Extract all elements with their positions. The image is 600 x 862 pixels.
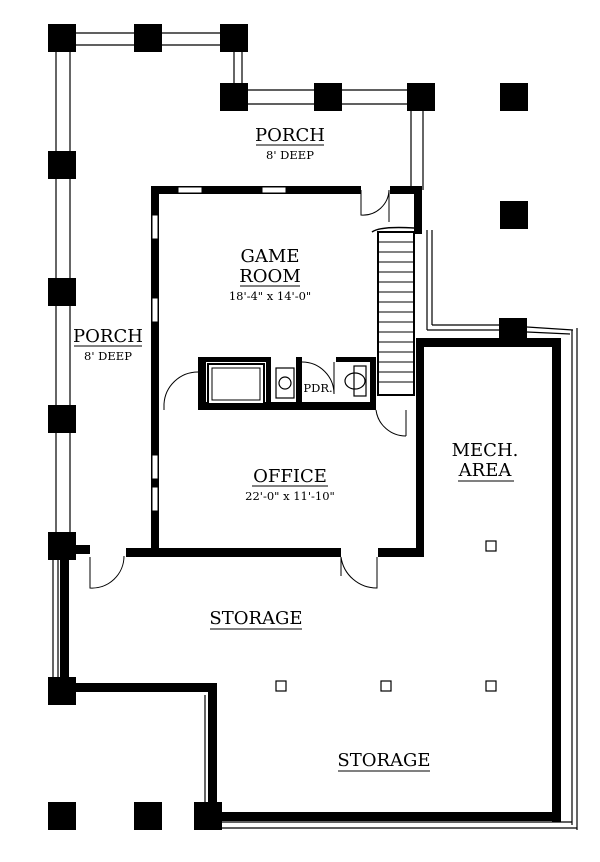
- mech-area-line2: AREA: [458, 460, 513, 481]
- label-pdr: PDR.: [303, 381, 332, 395]
- structural-posts: [275, 540, 497, 692]
- label-storage-2: STORAGE: [337, 750, 431, 772]
- label-office: OFFICE 22'-0" x 11'-10": [245, 466, 335, 503]
- label-porch-left: PORCH 8' DEEP: [73, 326, 143, 363]
- pdr-name: PDR.: [303, 381, 332, 395]
- door-swings: [89, 189, 407, 589]
- exterior-walls: [60, 186, 561, 822]
- game-room-name-line1: GAME: [241, 246, 300, 267]
- built-in-cabinet: [207, 363, 265, 405]
- powder-room-fixtures: [275, 365, 367, 399]
- porch-top-depth: 8' DEEP: [266, 148, 314, 162]
- game-room-name-line2: ROOM: [239, 266, 301, 287]
- porch-left-depth: 8' DEEP: [84, 349, 132, 363]
- windows: [151, 186, 287, 512]
- porch-railings: [52, 32, 578, 830]
- mech-area-line1: MECH.: [452, 440, 519, 461]
- porch-top-name: PORCH: [255, 125, 325, 146]
- storage-2-name: STORAGE: [337, 750, 430, 771]
- game-room-dimensions: 18'-4" x 14'-0": [229, 289, 311, 303]
- label-storage-1: STORAGE: [209, 608, 303, 630]
- office-dimensions: 22'-0" x 11'-10": [245, 489, 335, 503]
- porch-left-name: PORCH: [73, 326, 143, 347]
- storage-1-name: STORAGE: [209, 608, 302, 629]
- office-name: OFFICE: [253, 466, 327, 487]
- label-mech-area: MECH. AREA: [452, 440, 519, 482]
- label-game-room: GAME ROOM 18'-4" x 14'-0": [229, 246, 311, 303]
- staircase: [371, 226, 415, 396]
- label-porch-top: PORCH 8' DEEP: [255, 125, 325, 162]
